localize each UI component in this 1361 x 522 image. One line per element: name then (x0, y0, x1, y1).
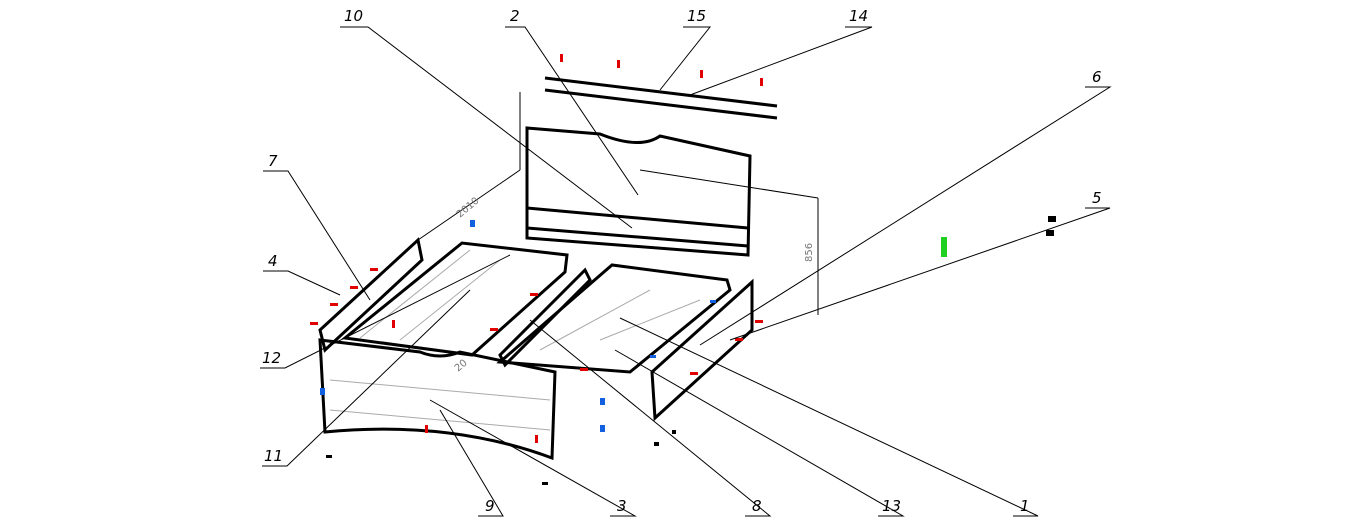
small-parts-5 (326, 216, 1056, 485)
headboard-part-2 (519, 92, 819, 315)
callout-13: 13 (882, 497, 901, 515)
dim-height: 856 (804, 243, 815, 262)
callout-12: 12 (262, 349, 281, 367)
callout-6: 6 (1092, 68, 1102, 86)
side-panel-1 (650, 278, 754, 422)
callout-9: 9 (485, 497, 495, 515)
drawer-frame-13 (496, 263, 732, 374)
blue-fasteners (320, 220, 716, 432)
callout-1: 1 (1020, 497, 1030, 515)
partition-8 (498, 267, 592, 368)
leader-lines (260, 26, 1112, 517)
callout-7: 7 (268, 152, 278, 170)
callout-11: 11 (264, 447, 283, 465)
side-panel-7 (318, 169, 521, 353)
front-panel-9 (318, 338, 557, 461)
dim-length: 2010 (455, 196, 482, 221)
callout-4: 4 (268, 252, 278, 270)
fasteners (310, 54, 763, 443)
callout-8: 8 (752, 497, 762, 515)
callout-15: 15 (687, 7, 706, 25)
callout-3: 3 (617, 497, 627, 515)
callout-14: 14 (849, 7, 868, 25)
drawer-frame-12 (341, 241, 569, 357)
callout-5: 5 (1092, 189, 1102, 207)
callout-10: 10 (344, 7, 363, 25)
dim-inner: 20 (453, 358, 470, 375)
top-rails-14-15 (544, 76, 778, 120)
callout-2: 2 (510, 7, 520, 25)
green-fasteners (941, 237, 947, 257)
